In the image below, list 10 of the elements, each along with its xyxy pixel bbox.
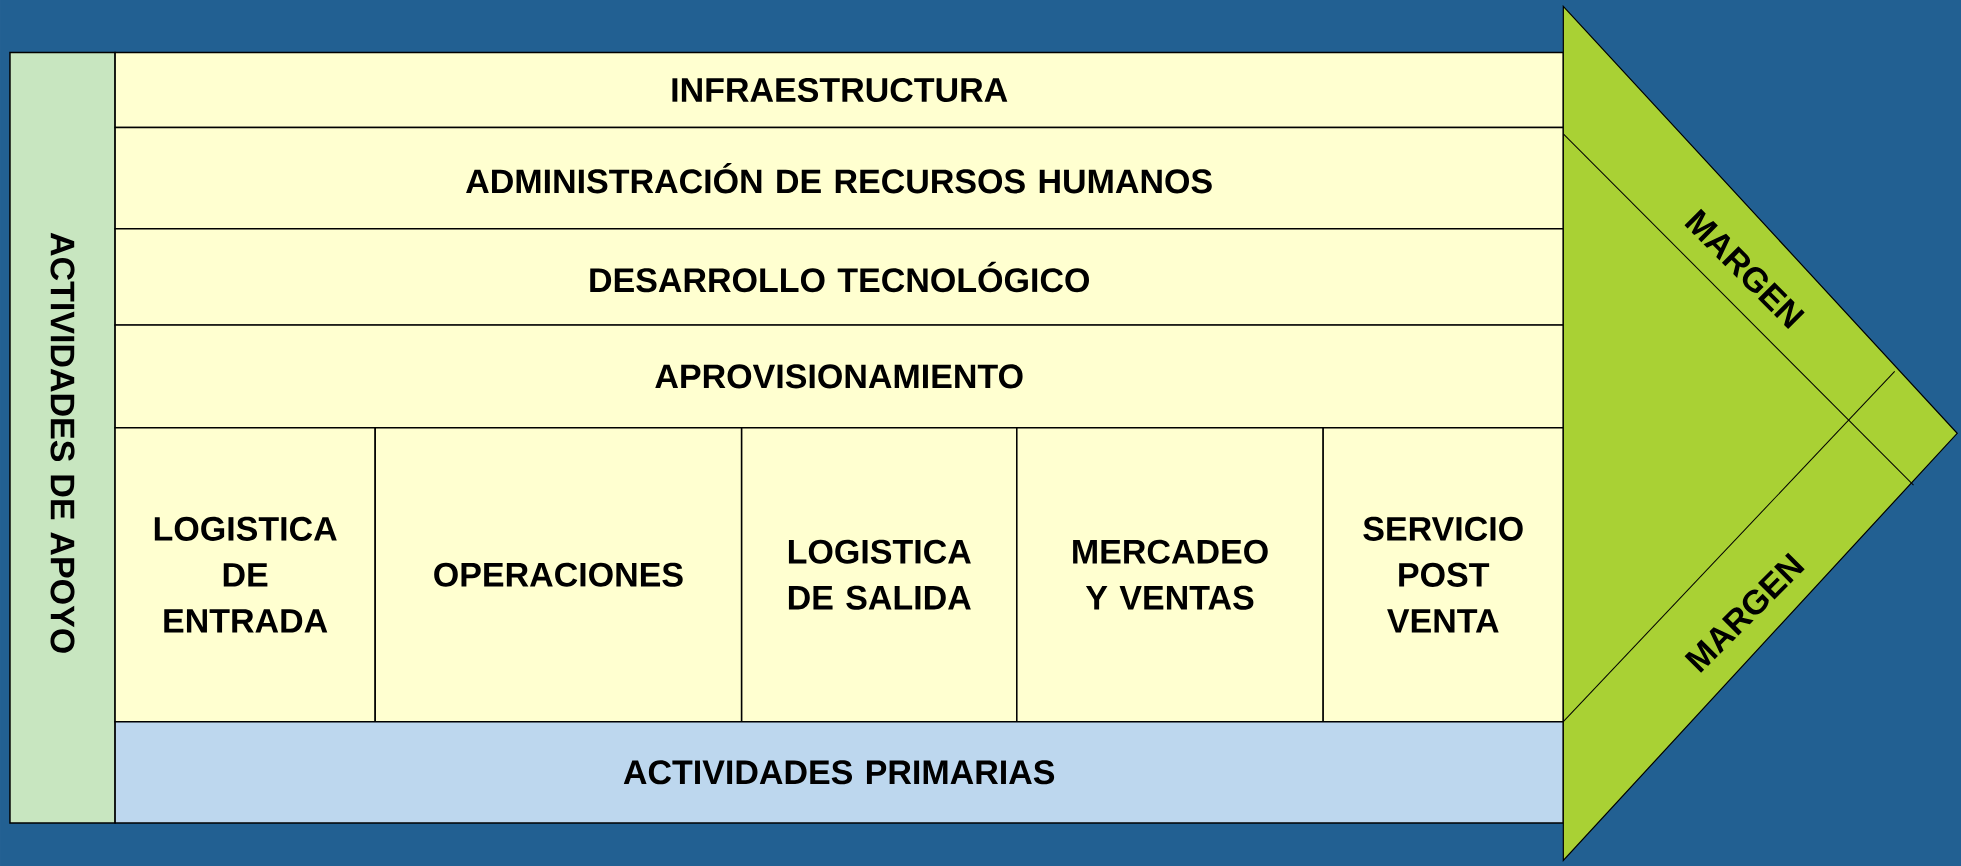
activity-band: ADMINISTRACIÓN DE RECURSOS HUMANOS [114, 126, 1565, 230]
primary-activity-box: LOGISTICA DE SALIDA [740, 427, 1018, 723]
primary-activity-box: OPERACIONES [374, 427, 743, 723]
activity-band: DESARROLLO TECNOLÓGICO [114, 228, 1565, 326]
primary-activity-box: SERVICIO POST VENTA [1322, 427, 1564, 723]
primary-activity-box: MERCADEO Y VENTAS [1016, 427, 1324, 723]
activity-band: ACTIVIDADES PRIMARIAS [114, 720, 1565, 824]
primary-activity-box: LOGISTICA DE ENTRADA [114, 427, 376, 723]
support-activities-bar: ACTIVIDADES DE APOYO [9, 51, 116, 824]
activity-band: INFRAESTRUCTURA [114, 51, 1565, 129]
